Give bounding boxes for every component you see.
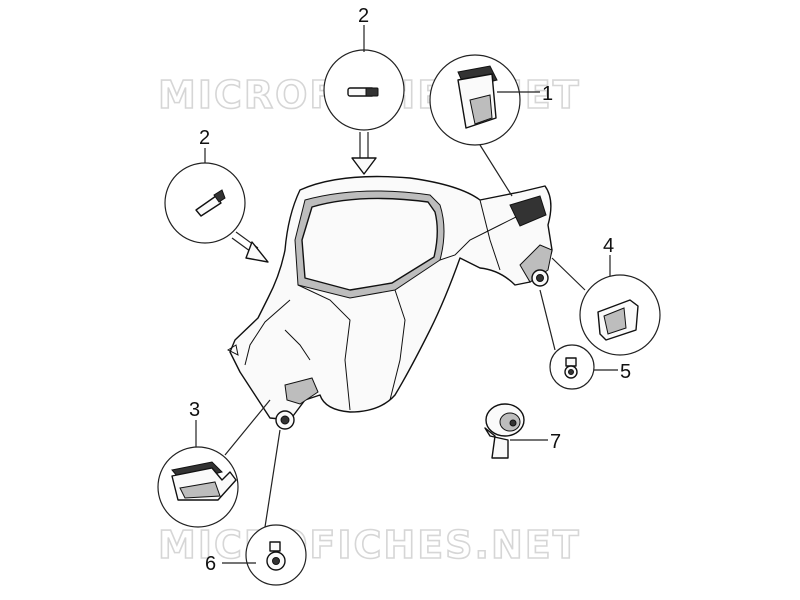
right-switch-pod	[519, 244, 553, 283]
part-6-holder	[266, 541, 286, 571]
callout-4: 4	[603, 235, 614, 257]
leader-4-to-cover	[551, 257, 586, 291]
handlebar-cover	[226, 175, 553, 430]
watermark-bottom: MICROFICHES.NET	[158, 523, 581, 567]
part-1-switch	[457, 65, 498, 129]
part-2-bulb-top	[347, 87, 379, 97]
part-5-holder	[564, 357, 578, 379]
arrow-2-top	[351, 132, 377, 175]
callout-1: 1	[542, 83, 553, 105]
callout-3: 3	[189, 399, 200, 421]
callout-6: 6	[205, 553, 216, 575]
callout-2-top: 2	[358, 5, 369, 27]
leader-6-to-cover	[264, 429, 281, 528]
part-7-lock	[484, 403, 525, 459]
leader-3-to-cover	[224, 399, 271, 456]
callout-2-left: 2	[199, 127, 210, 149]
callout-7: 7	[550, 431, 561, 453]
part-2-bulb-left	[195, 189, 226, 217]
left-switch-pod	[284, 377, 319, 405]
callout-5: 5	[620, 361, 631, 383]
arrow-2-left	[231, 231, 269, 263]
leader-1-to-cover	[479, 144, 513, 197]
leader-5-to-cover	[539, 289, 556, 351]
part-3-switch	[171, 461, 237, 501]
part-4-switch	[597, 299, 639, 341]
